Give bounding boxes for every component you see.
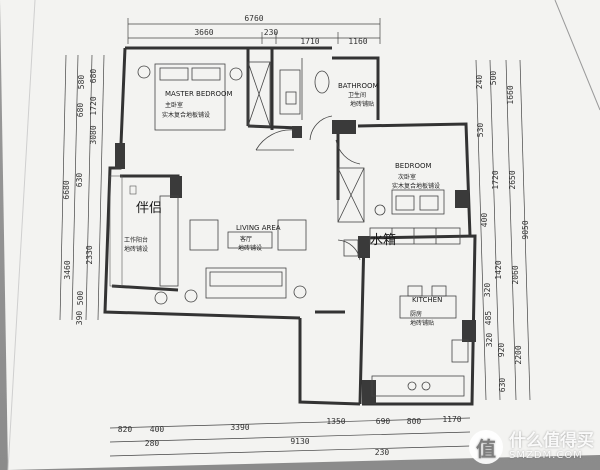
watermark-logo-icon: 值 <box>469 430 503 464</box>
dim-left-inner-2: 1720 <box>89 96 98 115</box>
dim-right-total: 9050 <box>521 220 530 239</box>
dim-right-inner-1: 500 <box>489 71 498 86</box>
dim-right-inner-5: 630 <box>498 378 507 393</box>
label-bath-en: BATHROOM <box>338 82 379 90</box>
label-bath-cn: 卫生间 <box>348 91 366 99</box>
dim-left-outer-1: 3460 <box>63 260 72 279</box>
label-bed-cn: 次卧室 <box>398 173 416 181</box>
label-living-note: 地砖铺设 <box>238 244 262 252</box>
dim-top-seg-1: 3660 <box>194 28 213 37</box>
dim-top-seg-2: 230 <box>264 28 279 37</box>
handwritten-note-2: 水箱 <box>370 232 396 248</box>
label-kitchen-cn: 厨房 <box>410 310 422 318</box>
dim-left-inner-1: 680 <box>89 69 98 84</box>
dim-bottom-seg-5: 690 <box>376 417 391 426</box>
right-dimensions <box>475 59 531 401</box>
label-kitchen-note: 地砖铺贴 <box>410 319 434 327</box>
dim-right-small-5: 485 <box>484 311 493 326</box>
dim-bottom-seg-4: 1350 <box>326 417 345 426</box>
label-living-en: LIVING AREA <box>236 224 281 232</box>
dim-bottom-seg-6: 800 <box>407 417 422 426</box>
label-bed-note: 实木复合地板铺设 <box>392 182 440 190</box>
dim-right-outer-2: 2650 <box>508 170 517 189</box>
dim-bottom-small-2: 230 <box>375 448 390 457</box>
left-dimensions <box>59 54 105 321</box>
dim-right-small-2: 530 <box>476 123 485 138</box>
balcony-hatch <box>109 175 137 287</box>
dim-right-inner-4: 920 <box>497 343 506 358</box>
label-bed-en: BEDROOM <box>395 162 432 170</box>
paper-fold <box>554 0 600 111</box>
label-master-en: MASTER BEDROOM <box>165 90 233 98</box>
bathroom-fixtures <box>279 58 330 120</box>
kitchen-fixtures <box>343 227 469 397</box>
watermark-text: 什么值得买 SMZDM.COM <box>509 430 594 461</box>
label-master-note: 实木复合地板铺设 <box>162 111 210 119</box>
dim-bottom-seg-1: 820 <box>118 425 133 434</box>
dim-top-seg-3: 1710 <box>300 37 319 46</box>
site-watermark: 值 什么值得买 SMZDM.COM <box>469 430 594 464</box>
dim-right-small-6: 320 <box>485 333 494 348</box>
dim-top-total: 6760 <box>244 14 263 23</box>
dim-bottom-seg-2: 400 <box>150 425 165 434</box>
label-balcony-note: 地砖铺设 <box>124 245 148 253</box>
dim-bottom-total: 9130 <box>290 437 309 446</box>
dim-bottom-seg-7: 1170 <box>442 415 461 424</box>
dim-left-small-1: 580 <box>77 75 86 90</box>
dim-top-seg-4: 1160 <box>348 37 367 46</box>
label-living-cn: 客厅 <box>240 235 252 243</box>
top-dimensions <box>127 18 381 44</box>
dim-bottom-seg-3: 3390 <box>230 423 249 432</box>
dim-left-small-3: 630 <box>75 173 84 188</box>
dim-bottom-small-1: 280 <box>145 439 160 448</box>
dim-right-small-4: 320 <box>483 283 492 298</box>
second-bed-furniture <box>337 167 445 223</box>
dim-right-small-3: 400 <box>480 213 489 228</box>
handwritten-note-1: 伴侣 <box>136 201 162 216</box>
dim-left-inner-3: 3080 <box>89 125 98 144</box>
label-balcony-cn: 工作阳台 <box>124 236 148 244</box>
dim-left-total: 6680 <box>62 180 71 199</box>
dim-right-small-1: 240 <box>475 75 484 90</box>
living-furniture <box>154 195 307 305</box>
dim-right-inner-2: 1720 <box>491 170 500 189</box>
watermark-text-cn: 什么值得买 <box>509 430 594 451</box>
dim-right-inner-3: 1420 <box>494 260 503 279</box>
dim-right-outer-1: 1660 <box>506 85 515 104</box>
dim-left-inner-5: 500 <box>76 291 85 306</box>
bottom-dimensions <box>109 417 471 457</box>
watermark-text-en: SMZDM.COM <box>509 449 583 461</box>
dim-left-small-2: 680 <box>76 103 85 118</box>
paper-edge <box>7 0 36 470</box>
label-kitchen-en: KITCHEN <box>412 296 442 304</box>
label-bath-note: 地砖铺贴 <box>350 100 374 108</box>
wall-pillars <box>115 120 476 404</box>
door-swings <box>255 115 361 261</box>
dim-left-inner-4: 2330 <box>85 245 94 264</box>
label-master-cn: 主卧室 <box>165 101 183 109</box>
dim-right-outer-3: 2060 <box>511 265 520 284</box>
dim-left-inner-6: 390 <box>75 311 84 326</box>
dim-right-outer-4: 2200 <box>514 345 523 364</box>
master-bed-furniture <box>137 61 271 131</box>
